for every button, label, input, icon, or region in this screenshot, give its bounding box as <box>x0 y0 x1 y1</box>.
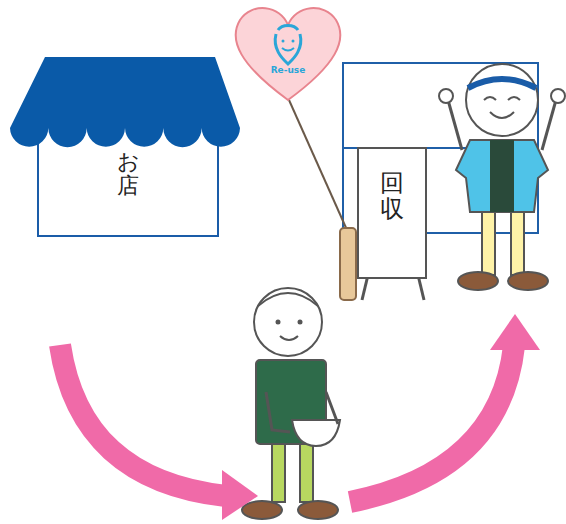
staff-figure <box>439 64 565 290</box>
balloon-string <box>289 100 347 230</box>
shop-label-box: お店 <box>38 120 218 236</box>
logo-text: Re-use <box>258 65 318 75</box>
collection-sign: 回収 <box>358 148 426 278</box>
customer-figure <box>242 288 340 519</box>
reuse-logo <box>275 26 301 65</box>
vertical-text: 回収 <box>380 170 404 223</box>
sign-board <box>358 148 426 278</box>
awning <box>10 57 240 147</box>
flow-arrow <box>60 345 258 520</box>
heart-balloon <box>236 8 341 100</box>
flow-arrow <box>350 314 540 502</box>
pole <box>340 228 356 300</box>
vertical-text: お店 <box>117 150 139 198</box>
